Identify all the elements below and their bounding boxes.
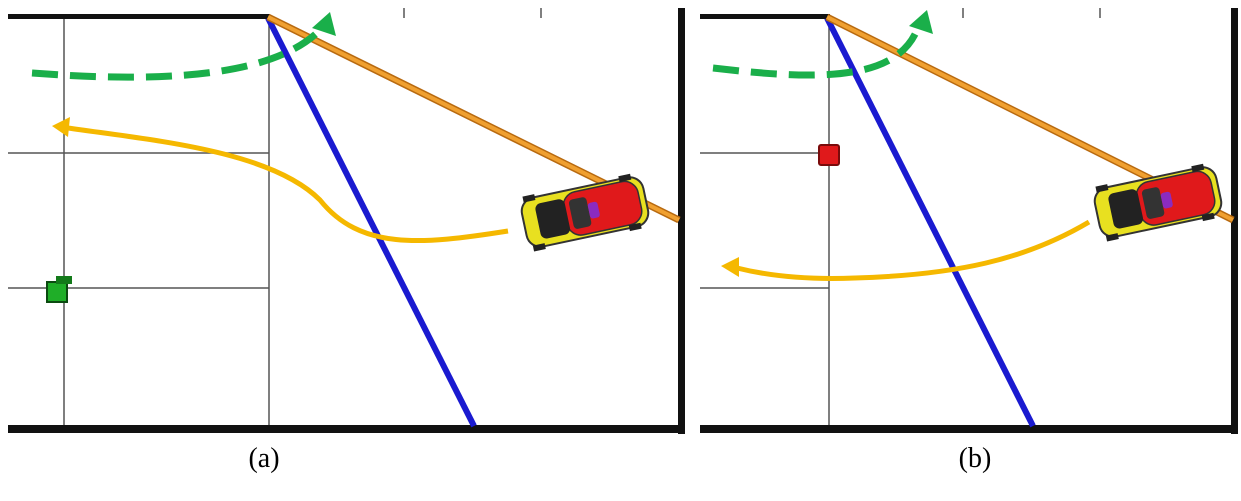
grid-lines: [700, 8, 1101, 428]
panel-b: [695, 0, 1241, 440]
scene-border: [8, 8, 685, 434]
yellow-arrowhead: [52, 117, 70, 137]
yellow-path: [736, 219, 1091, 281]
green-arrowhead: [909, 10, 933, 34]
caption-b: (b): [958, 443, 992, 474]
panel-a: [0, 0, 690, 440]
green-dashed-path: [31, 27, 323, 81]
red-square-marker: [818, 144, 840, 166]
green-square-marker: [46, 276, 72, 303]
car-icon: [1093, 163, 1223, 242]
yellow-path: [67, 125, 509, 244]
caption-a: (a): [248, 443, 280, 474]
grid-lines: [8, 8, 542, 428]
green-dashed-path: [712, 28, 921, 79]
scene-b: [700, 8, 1238, 434]
yellow-arrowhead: [721, 257, 739, 277]
scene-border: [700, 8, 1238, 434]
blue-line: [824, 16, 1036, 428]
blue-line: [265, 16, 477, 428]
car-icon: [520, 173, 650, 252]
green-arrowhead: [312, 12, 336, 36]
scene-a: [8, 8, 685, 434]
